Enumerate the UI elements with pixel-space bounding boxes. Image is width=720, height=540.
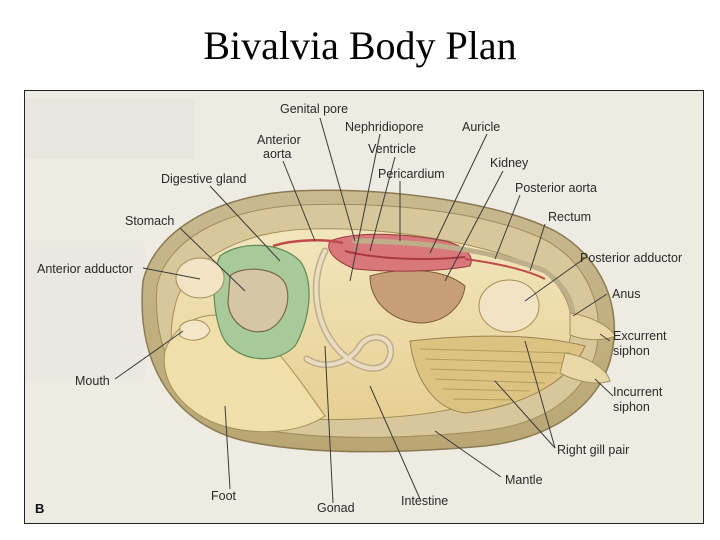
stomach [227,268,289,333]
label-pericardium: Pericardium [378,167,445,181]
label-digestive-gland: Digestive gland [161,172,247,186]
label-kidney: Kidney [490,156,529,170]
label-excurrent-siphon-line1: Excurrent [613,329,667,343]
gill-pair [409,335,586,414]
excurrent-siphon [569,312,616,341]
label-gonad: Gonad [317,501,355,515]
label-stomach: Stomach [125,214,174,228]
label-posterior-aorta: Posterior aorta [515,181,597,195]
figure-letter: B [35,501,44,516]
foot [163,314,326,433]
label-mouth: Mouth [75,374,110,388]
bivalve-diagram: Genital pore Anterior aorta Nephridiopor… [25,91,703,523]
label-foot: Foot [211,489,237,503]
label-posterior-adductor: Posterior adductor [580,251,682,265]
posterior-aorta [464,258,546,280]
label-mantle: Mantle [505,473,543,487]
anterior-aorta [272,239,344,248]
label-anterior-aorta-line1: Anterior [257,133,301,147]
label-anus: Anus [612,287,641,301]
mouth [179,319,211,341]
rectum [352,238,576,319]
label-genital-pore: Genital pore [280,102,348,116]
label-ventricle: Ventricle [368,142,416,156]
label-incurrent-siphon-line2: siphon [613,400,650,414]
incurrent-siphon [559,352,611,384]
diagram-panel: Genital pore Anterior aorta Nephridiopor… [24,90,704,524]
page-title: Bivalvia Body Plan [203,23,517,68]
label-anterior-aorta-line2: aorta [263,147,292,161]
label-auricle: Auricle [462,120,500,134]
label-intestine: Intestine [401,494,448,508]
label-excurrent-siphon-line2: siphon [613,344,650,358]
anterior-adductor [175,257,225,299]
leader-lines [114,117,614,504]
posterior-adductor [478,279,540,333]
label-rectum: Rectum [548,210,591,224]
label-incurrent-siphon-line1: Incurrent [613,385,663,399]
label-right-gill-pair: Right gill pair [557,443,629,457]
label-nephridiopore: Nephridiopore [345,120,424,134]
label-anterior-adductor: Anterior adductor [37,262,133,276]
